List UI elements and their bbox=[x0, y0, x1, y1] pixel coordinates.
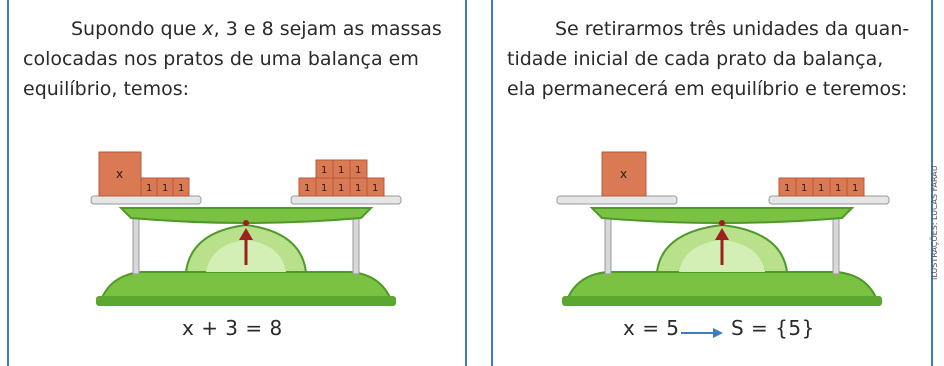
unit-label: 1 bbox=[178, 183, 184, 194]
unit-label: 1 bbox=[784, 183, 790, 194]
arrow-right-icon bbox=[681, 328, 723, 338]
left-line1-var: x bbox=[202, 18, 214, 40]
right-line1: Se retirarmos três unidades da quan- bbox=[555, 18, 910, 40]
unit-box bbox=[366, 177, 385, 197]
unit-label: 1 bbox=[355, 165, 361, 176]
equation-left: x + 3 = 8 bbox=[182, 316, 283, 340]
illustration-credit: ILUSTRAÇÕES: LUCAS FARAU bbox=[930, 165, 939, 280]
left-paragraph: Supondo que x, 3 e 8 sejam as massas col… bbox=[23, 14, 455, 104]
unit-label: 1 bbox=[835, 183, 841, 194]
balance-scale-right: x 1 1 1 1 1 bbox=[556, 151, 890, 306]
box-x-label: x bbox=[620, 167, 627, 181]
balance-scale-left: x 1 1 1 1 1 1 1 1 1 1 1 bbox=[90, 151, 402, 306]
right-line2: tidade inicial de cada prato da balança, bbox=[507, 48, 884, 70]
unit-box bbox=[349, 159, 368, 179]
unit-label: 1 bbox=[304, 183, 310, 194]
unit-label: 1 bbox=[852, 183, 858, 194]
unit-label: 1 bbox=[818, 183, 824, 194]
right-line3: ela permanecerá em equilíbrio e teremos: bbox=[507, 78, 908, 100]
left-line2: colocadas nos pratos de uma balança em bbox=[23, 48, 419, 70]
right-pan-unit-boxes: 1 1 1 1 1 bbox=[778, 177, 865, 197]
box-x-label: x bbox=[116, 167, 123, 181]
right-paragraph: Se retirarmos três unidades da quan- tid… bbox=[507, 14, 921, 104]
unit-label: 1 bbox=[338, 165, 344, 176]
equation-right: x = 5 bbox=[623, 316, 680, 340]
box-x bbox=[98, 151, 142, 197]
unit-label: 1 bbox=[146, 183, 152, 194]
right-unit-boxes: 1 1 1 1 1 1 1 1 bbox=[298, 159, 385, 197]
solution-set: S = {5} bbox=[731, 316, 815, 340]
unit-label: 1 bbox=[321, 183, 327, 194]
unit-label: 1 bbox=[321, 165, 327, 176]
unit-label: 1 bbox=[372, 183, 378, 194]
unit-box bbox=[172, 177, 190, 197]
panel-right: Se retirarmos três unidades da quan- tid… bbox=[491, 0, 933, 366]
unit-label: 1 bbox=[355, 183, 361, 194]
unit-label: 1 bbox=[162, 183, 168, 194]
unit-box bbox=[846, 177, 865, 197]
box-x bbox=[601, 151, 647, 197]
panel-left: Supondo que x, 3 e 8 sejam as massas col… bbox=[7, 0, 467, 366]
unit-label: 1 bbox=[801, 183, 807, 194]
unit-label: 1 bbox=[338, 183, 344, 194]
left-line1-pre: Supondo que bbox=[71, 18, 203, 40]
left-line1-post: , 3 e 8 sejam as massas bbox=[213, 18, 442, 40]
left-line3: equilíbrio, temos: bbox=[23, 78, 190, 100]
left-unit-boxes: 1 1 1 bbox=[140, 177, 190, 197]
